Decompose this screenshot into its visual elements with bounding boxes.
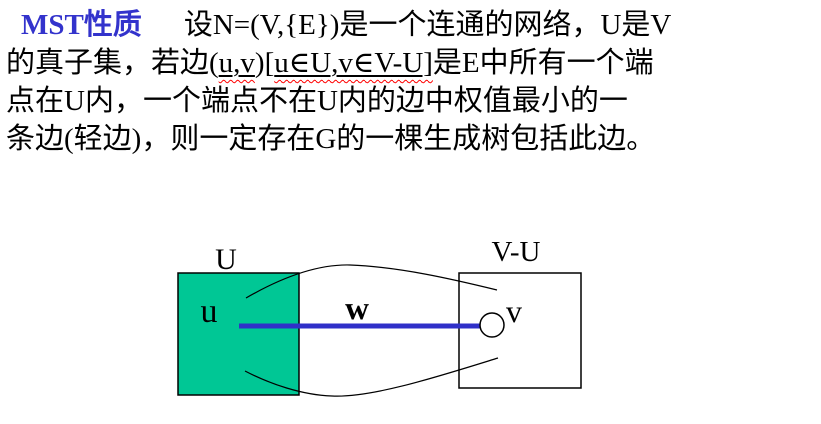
v-minus-u-set-label: V-U	[492, 236, 541, 268]
paragraph-line-3: 点在U内，一个端点不在U内的边中权值最小的一	[6, 85, 628, 117]
paragraph-line-1: MST性质 设N=(V,{E})是一个连通的网络，U是V	[6, 6, 671, 44]
underlined-term-membership: u∈U,v∈V-U]	[274, 47, 433, 79]
line2-text-mid: )[	[254, 47, 275, 79]
v-minus-u-set-box	[458, 272, 582, 389]
term-uv-text: u,v	[218, 47, 255, 79]
edge-weight-label: w	[345, 291, 369, 327]
paragraph-line-2: 的真子集，若边(u,v)[u∈U,v∈V-U]是E中所有一个端	[6, 44, 671, 82]
underlined-term-uv: u,v	[219, 47, 255, 79]
cut-bottom-curve	[244, 357, 499, 397]
vertex-u-label: u	[201, 293, 218, 330]
paragraph-line-4: 条边(轻边)，则一定存在G的一棵生成树包括此边。	[6, 123, 656, 155]
mst-property-title: MST性质	[21, 9, 142, 41]
vertex-v-circle	[479, 312, 505, 338]
vertex-v-label: v	[506, 293, 522, 329]
line2-text-post: 是E中所有一个端	[432, 47, 654, 79]
u-set-label: U	[215, 243, 237, 276]
u-set-box	[177, 272, 300, 396]
cut-top-curve	[245, 264, 498, 299]
line1-text: 设N=(V,{E})是一个连通的网络，U是V	[183, 9, 672, 41]
mst-property-paragraph: MST性质 设N=(V,{E})是一个连通的网络，U是V 的真子集，若边(u,v)…	[6, 6, 671, 158]
line2-text-pre: 的真子集，若边(	[6, 47, 219, 79]
term-membership-text: u∈U,v∈V-U]	[274, 47, 433, 79]
